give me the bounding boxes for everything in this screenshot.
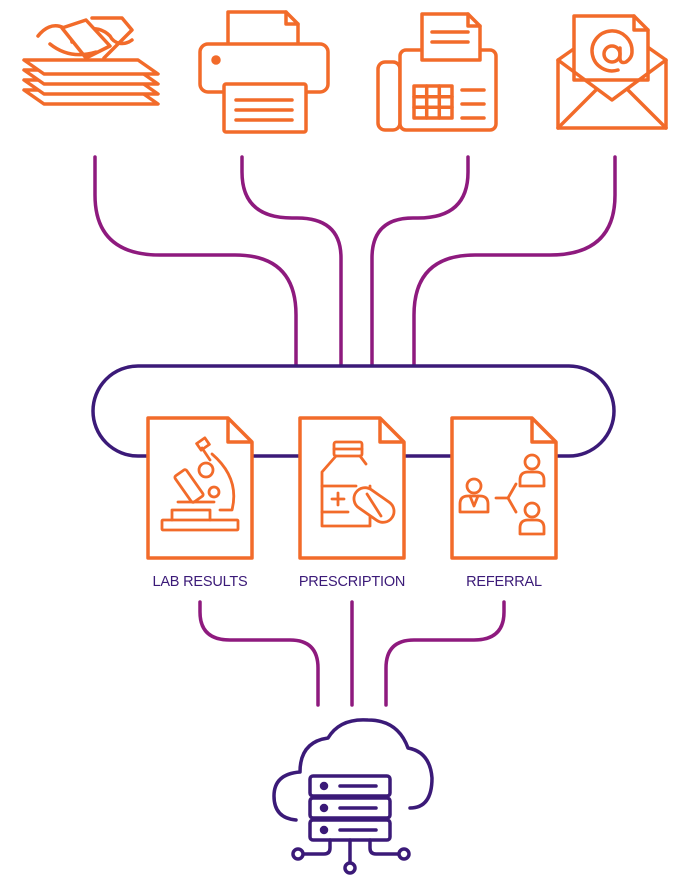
connector-printer (240, 155, 343, 367)
email-envelope-icon (556, 14, 668, 130)
document-lab-results[interactable] (146, 416, 254, 560)
connector-paper-stack (93, 155, 298, 367)
paper-stack-icon (22, 16, 160, 106)
medicine-bottle-icon (320, 440, 396, 528)
document-prescription[interactable] (298, 416, 406, 560)
lab-results-label: LAB RESULTS (152, 574, 248, 590)
destination-connectors (198, 600, 506, 707)
microscope-icon (160, 436, 240, 532)
connector-lab-results (198, 600, 320, 707)
connector-email (412, 155, 617, 367)
referral-people-icon (458, 453, 546, 536)
connector-fax (370, 155, 470, 367)
source-connectors (93, 155, 617, 367)
cloud-server-icon (272, 718, 434, 875)
fax-machine-icon (376, 12, 498, 132)
connector-referral (384, 600, 506, 707)
document-referral[interactable] (450, 416, 558, 560)
referral-label: REFERRAL (466, 574, 542, 590)
printer-icon (198, 10, 330, 134)
prescription-label: PRESCRIPTION (298, 574, 406, 590)
